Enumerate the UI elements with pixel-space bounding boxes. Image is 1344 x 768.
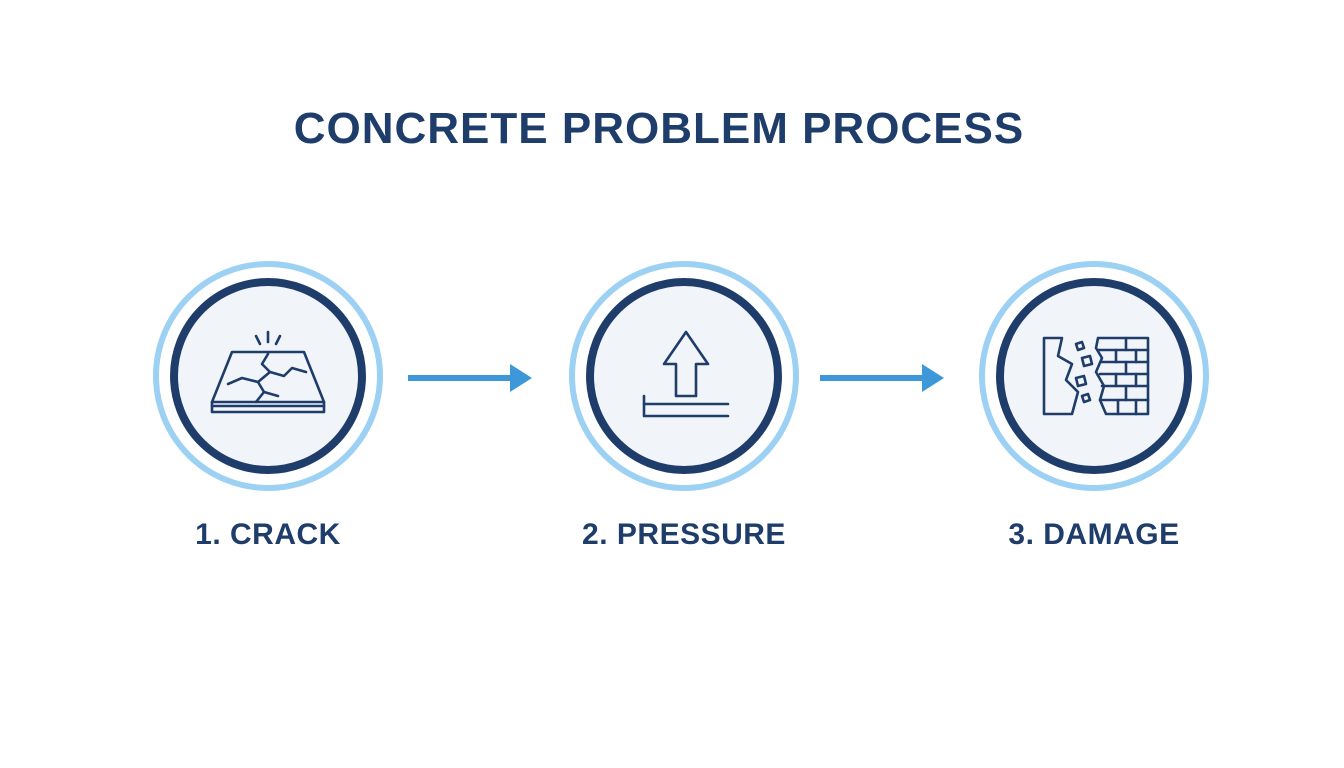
cracked-slab-icon: [210, 330, 326, 414]
step-label-damage: 3. DAMAGE: [1008, 518, 1180, 551]
arrow-connector-1: [406, 360, 534, 396]
diagram-title: CONCRETE PROBLEM PROCESS: [293, 104, 1025, 153]
step-label-crack: 1. CRACK: [195, 518, 341, 551]
step-damage: [978, 260, 1210, 492]
arrow-connector-2: [818, 360, 946, 396]
step-crack: [152, 260, 384, 492]
step-pressure: [568, 260, 800, 492]
upward-pressure-icon: [642, 330, 730, 418]
step-label-pressure: 2. PRESSURE: [582, 518, 786, 551]
crumbling-wall-icon: [1042, 336, 1150, 416]
